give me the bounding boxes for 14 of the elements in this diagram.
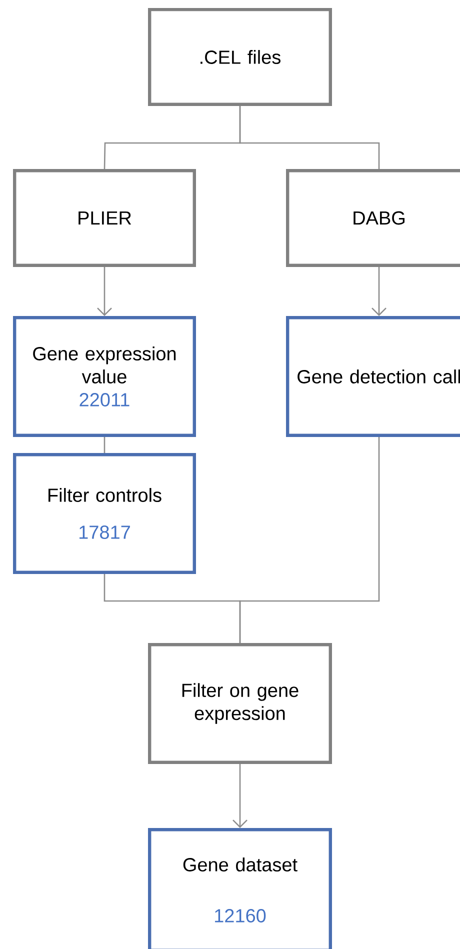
arrow bbox=[97, 266, 112, 316]
result-box: Filter controls 17817 bbox=[13, 452, 196, 574]
result-box: Gene detection call bbox=[286, 316, 460, 437]
connector-line bbox=[239, 437, 380, 643]
connector-line bbox=[239, 106, 380, 169]
process-box: PLIER bbox=[13, 169, 196, 267]
process-box: Filter on gene expression bbox=[148, 643, 332, 764]
process-box: .CEL files bbox=[148, 8, 332, 106]
result-box: Gene expression value 22011 bbox=[13, 316, 196, 437]
process-box: DABG bbox=[286, 169, 460, 267]
arrow bbox=[232, 764, 248, 828]
arrow bbox=[372, 266, 386, 316]
connector-line bbox=[104, 437, 106, 453]
result-box: Gene dataset 12160 bbox=[148, 828, 332, 949]
